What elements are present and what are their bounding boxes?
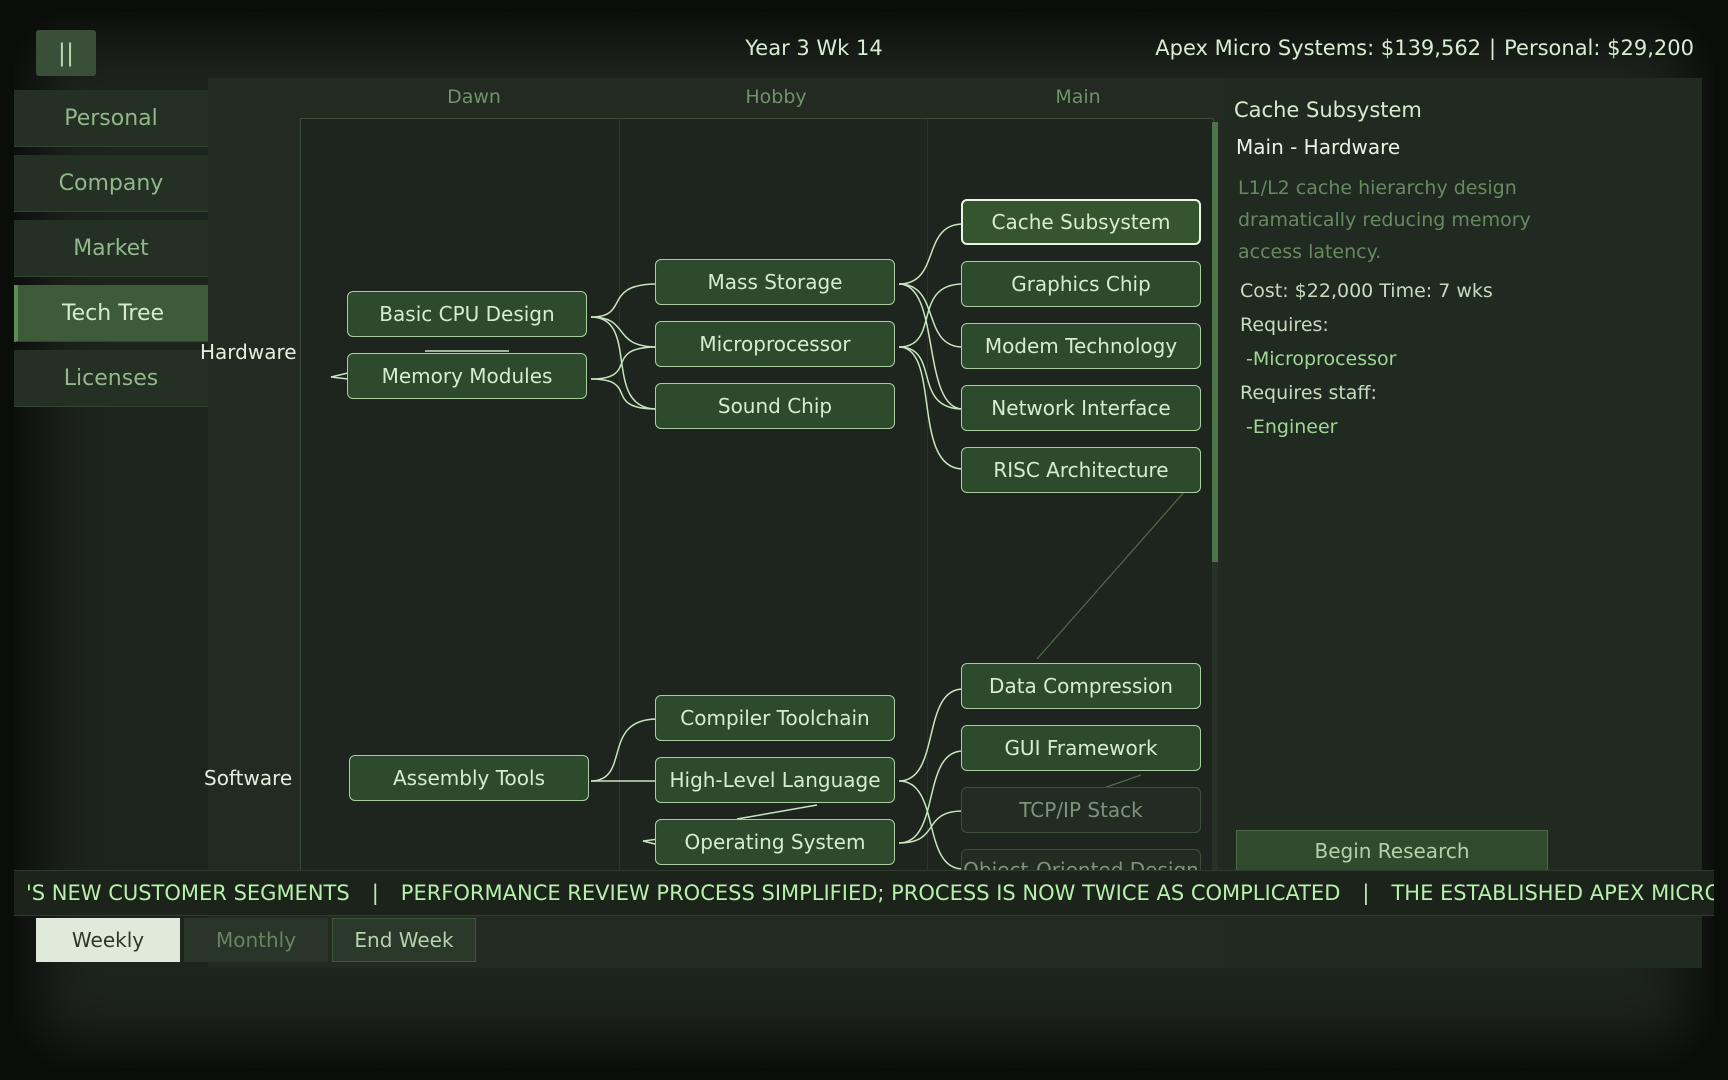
time-controls: Weekly Monthly End Week — [36, 918, 476, 962]
row-label-hardware: Hardware — [200, 340, 297, 364]
column-header-hobby: Hobby — [745, 86, 807, 108]
row-label-software: Software — [204, 766, 293, 790]
weekly-speed-button[interactable]: Weekly — [36, 918, 180, 962]
detail-requires-label: Requires: — [1240, 314, 1329, 336]
nav-item-licenses[interactable]: Licenses — [14, 350, 208, 407]
pause-button[interactable]: || — [36, 30, 96, 76]
tech-node-microprocessor[interactable]: Microprocessor — [655, 321, 895, 367]
tech-tree-panel: Dawn Hobby Main Hardware Software — [200, 78, 1222, 968]
tech-detail-panel: Cache Subsystem Main - Hardware L1/L2 ca… — [1222, 78, 1702, 968]
nav-item-market[interactable]: Market — [14, 220, 208, 277]
detail-category: Main - Hardware — [1236, 135, 1401, 159]
ticker-separator: | — [1362, 881, 1370, 905]
sidebar-nav: Personal Company Market Tech Tree Licens… — [14, 90, 208, 415]
column-header-main: Main — [1055, 86, 1101, 108]
funds-separator: | — [1489, 36, 1497, 60]
game-date: Year 3 Wk 14 — [745, 36, 883, 60]
tech-node-sound-chip[interactable]: Sound Chip — [655, 383, 895, 429]
personal-funds: Personal: $29,200 — [1504, 36, 1694, 60]
tech-node-compiler-toolchain[interactable]: Compiler Toolchain — [655, 695, 895, 741]
tech-node-mass-storage[interactable]: Mass Storage — [655, 259, 895, 305]
detail-description: L1/L2 cache hierarchy design dramaticall… — [1238, 177, 1531, 263]
detail-requires-staff-item: -Engineer — [1246, 416, 1338, 438]
ticker-item: PERFORMANCE REVIEW PROCESS SIMPLIFIED; P… — [400, 881, 1341, 905]
tech-node-risc-architecture[interactable]: RISC Architecture — [961, 447, 1201, 493]
scrollbar-thumb[interactable] — [1212, 122, 1218, 562]
tech-node-cache-subsystem[interactable]: Cache Subsystem — [961, 199, 1201, 245]
tech-node-modem-technology[interactable]: Modem Technology — [961, 323, 1201, 369]
begin-research-button[interactable]: Begin Research — [1236, 830, 1548, 872]
column-divider — [927, 119, 928, 879]
game-screen: || Year 3 Wk 14 Apex Micro Systems: $139… — [14, 12, 1714, 1068]
column-divider — [619, 119, 620, 879]
detail-title: Cache Subsystem — [1234, 98, 1422, 122]
column-header-dawn: Dawn — [447, 86, 501, 108]
ticker-item: THE ESTABLISHED APEX MICRO SYS — [1391, 881, 1714, 905]
tech-node-graphics-chip[interactable]: Graphics Chip — [961, 261, 1201, 307]
detail-requires-staff-label: Requires staff: — [1240, 382, 1377, 404]
funds-display: Apex Micro Systems: $139,562 | Personal: $… — [1054, 36, 1694, 60]
tech-node-high-level-language[interactable]: High-Level Language — [655, 757, 895, 803]
ticker-item: 'S NEW CUSTOMER SEGMENTS — [26, 881, 350, 905]
tech-node-data-compression[interactable]: Data Compression — [961, 663, 1201, 709]
tech-node-operating-system[interactable]: Operating System — [655, 819, 895, 865]
end-week-button[interactable]: End Week — [332, 918, 476, 962]
nav-item-personal[interactable]: Personal — [14, 90, 208, 147]
detail-requires-item: -Microprocessor — [1246, 348, 1397, 370]
tech-node-basic-cpu-design[interactable]: Basic CPU Design — [347, 291, 587, 337]
nav-item-tech-tree[interactable]: Tech Tree — [14, 285, 208, 342]
company-funds: Apex Micro Systems: $139,562 — [1155, 36, 1482, 60]
tech-node-memory-modules[interactable]: Memory Modules — [347, 353, 587, 399]
detail-cost-time: Cost: $22,000 Time: 7 wks — [1240, 280, 1493, 302]
tech-node-assembly-tools[interactable]: Assembly Tools — [349, 755, 589, 801]
vertical-scrollbar[interactable] — [1212, 122, 1218, 878]
ticker-separator: | — [371, 881, 379, 905]
tech-node-network-interface[interactable]: Network Interface — [961, 385, 1201, 431]
tech-node-tcp-ip-stack[interactable]: TCP/IP Stack — [961, 787, 1201, 833]
news-ticker: 'S NEW CUSTOMER SEGMENTS | PERFORMANCE R… — [14, 870, 1714, 916]
tech-tree-canvas[interactable]: Basic CPU Design Memory Modules Mass Sto… — [300, 118, 1214, 880]
nav-item-company[interactable]: Company — [14, 155, 208, 212]
tech-node-gui-framework[interactable]: GUI Framework — [961, 725, 1201, 771]
monthly-speed-button[interactable]: Monthly — [184, 918, 328, 962]
